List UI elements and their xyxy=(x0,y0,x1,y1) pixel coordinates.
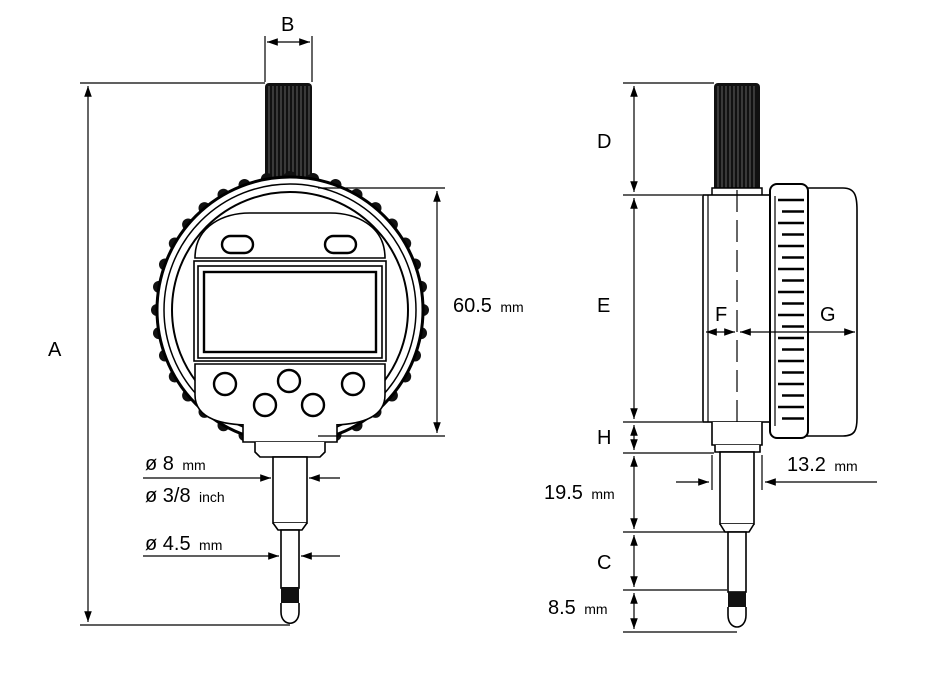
front-left-oval-indicator xyxy=(220,234,255,255)
label-d: D xyxy=(597,131,611,153)
side-stem xyxy=(711,422,763,628)
front-view: A B 60.5 mm ø 8 mm xyxy=(48,14,524,626)
side-top-knob xyxy=(711,83,763,197)
button-top-left xyxy=(212,371,238,397)
dimension-13-2: 13.2 mm xyxy=(676,454,877,490)
svg-text:ø 3/8 inch: ø 3/8 inch xyxy=(145,485,225,507)
label-b: B xyxy=(281,14,294,36)
label-8-5: 8.5 xyxy=(548,597,576,619)
label-19-5: 19.5 xyxy=(544,482,583,504)
label-13-2-unit: mm xyxy=(834,458,857,474)
side-view: D E H 19.5 mm C 8.5 mm F G xyxy=(544,82,877,633)
label-60-5-unit: mm xyxy=(500,299,523,315)
dimension-b: B xyxy=(264,14,313,82)
side-body xyxy=(702,183,858,439)
label-13-2: 13.2 xyxy=(787,454,826,476)
label-dia-8: ø 8 xyxy=(145,453,174,475)
button-bottom-left xyxy=(252,392,278,418)
label-60-5: 60.5 xyxy=(453,295,492,317)
side-dimension-chain: D E H 19.5 mm C 8.5 mm xyxy=(544,82,737,633)
label-h: H xyxy=(597,427,611,449)
dimension-60-5: 60.5 mm xyxy=(318,187,524,437)
svg-text:8.5 mm: 8.5 mm xyxy=(548,597,608,619)
button-top-right xyxy=(340,371,366,397)
front-stem xyxy=(242,424,338,625)
dimension-stem-diameter: ø 8 mm ø 3/8 inch xyxy=(143,453,340,507)
label-g: G xyxy=(820,304,836,326)
label-a: A xyxy=(48,339,62,361)
svg-text:13.2 mm: 13.2 mm xyxy=(787,454,858,476)
label-dia-4-5-unit: mm xyxy=(199,537,222,553)
label-dia-3-8: ø 3/8 xyxy=(145,485,191,507)
lcd-display xyxy=(202,270,378,354)
svg-text:60.5 mm: 60.5 mm xyxy=(453,295,524,317)
dimension-spindle-diameter: ø 4.5 mm xyxy=(143,533,340,560)
button-bottom-right xyxy=(300,392,326,418)
label-f: F xyxy=(715,304,727,326)
front-right-oval-indicator xyxy=(323,234,358,255)
label-e: E xyxy=(597,295,610,317)
label-8-5-unit: mm xyxy=(584,601,607,617)
label-dia-3-8-unit: inch xyxy=(199,489,225,505)
button-top-center xyxy=(276,368,302,394)
dimension-f-g: F G xyxy=(706,304,855,336)
label-c: C xyxy=(597,552,611,574)
svg-text:ø 4.5 mm: ø 4.5 mm xyxy=(145,533,222,555)
label-dia-8-unit: mm xyxy=(182,457,205,473)
dimension-a: A xyxy=(48,82,290,626)
svg-text:19.5 mm: 19.5 mm xyxy=(544,482,615,504)
label-19-5-unit: mm xyxy=(591,486,614,502)
label-dia-4-5: ø 4.5 xyxy=(145,533,191,555)
svg-text:ø 8 mm: ø 8 mm xyxy=(145,453,206,475)
